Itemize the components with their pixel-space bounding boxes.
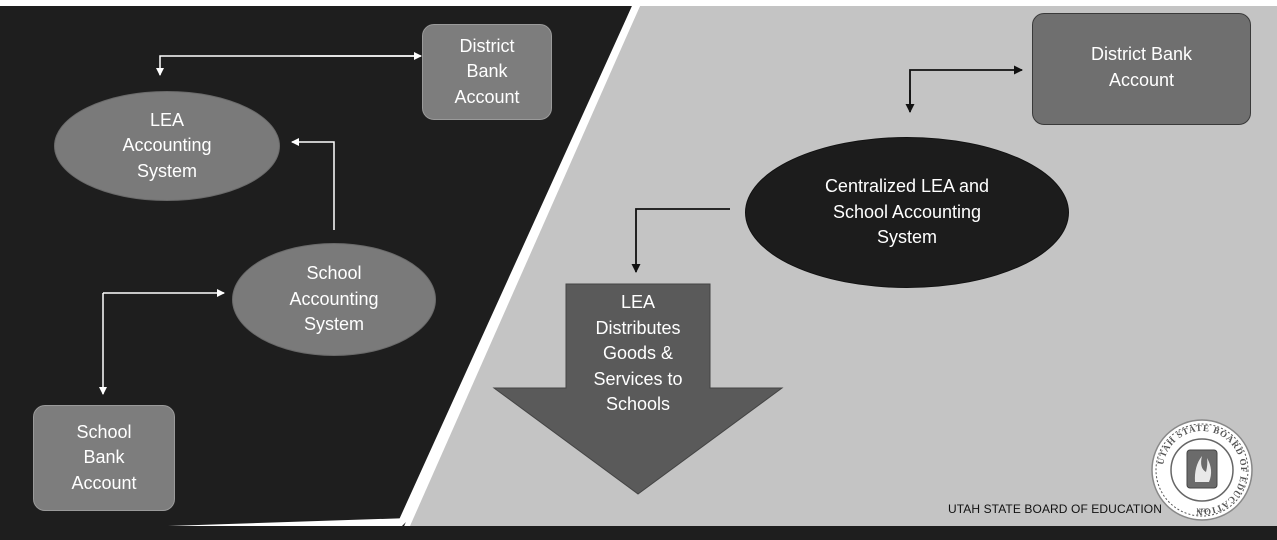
bottom-dark-strip — [0, 526, 1277, 540]
organization-name: UTAH STATE BOARD OF EDUCATION — [947, 502, 1162, 516]
school-bank-account-box[interactable]: School Bank Account — [33, 405, 175, 511]
connector-school-to-lea — [291, 138, 335, 230]
connector-central-to-distribution — [631, 208, 730, 273]
district-bank-account-box-left[interactable]: District Bank Account — [422, 24, 552, 120]
school-accounting-system-ellipse[interactable]: School Accounting System — [232, 243, 436, 356]
centralized-accounting-system-ellipse[interactable]: Centralized LEA and School Accounting Sy… — [745, 137, 1069, 288]
distribution-arrow-label: LEA Distributes Goods & Services to Scho… — [593, 292, 683, 415]
board-seal-logo: UTAH STATE BOARD OF EDUCATION 1896 — [1151, 419, 1253, 521]
lea-accounting-system-ellipse[interactable]: LEA Accounting System — [54, 91, 280, 201]
district-bank-account-box-right[interactable]: District Bank Account — [1032, 13, 1251, 125]
diagonal-white-stripe — [398, 6, 640, 522]
seal-year: 1896 — [1196, 508, 1208, 514]
distribution-down-arrow — [492, 283, 784, 495]
bottom-white-wedge — [168, 518, 410, 526]
